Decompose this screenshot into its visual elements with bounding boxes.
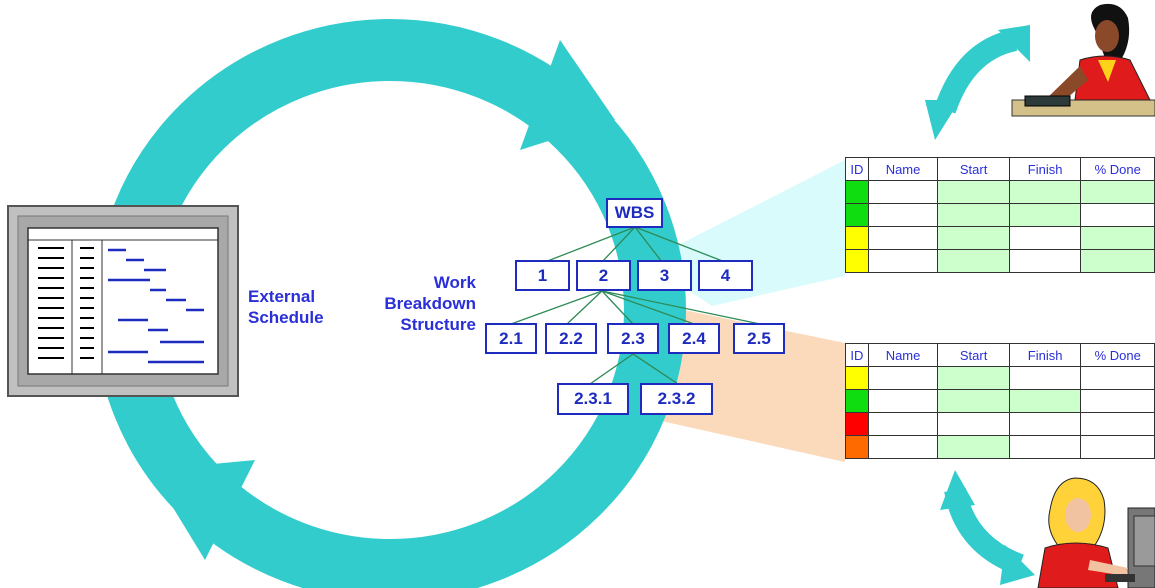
finish-cell bbox=[1008, 203, 1082, 227]
start-cell bbox=[937, 366, 1010, 390]
name-cell bbox=[867, 249, 939, 273]
col-start-header: Start bbox=[937, 343, 1010, 367]
table-row bbox=[845, 180, 1155, 204]
col-name-header: Name bbox=[867, 157, 939, 181]
wbs-title-label: Work Breakdown Structure bbox=[370, 272, 476, 335]
table-row bbox=[845, 412, 1155, 436]
schedule-document-icon bbox=[7, 205, 239, 397]
external-schedule-line1: External bbox=[248, 287, 316, 306]
person-at-terminal-icon bbox=[1011, 3, 1155, 117]
col-id-header: ID bbox=[845, 343, 869, 367]
finish-cell bbox=[1008, 226, 1082, 250]
external-schedule-label: External Schedule bbox=[248, 286, 324, 328]
col-done-header: % Done bbox=[1080, 157, 1155, 181]
start-cell bbox=[937, 180, 1010, 204]
status-cell bbox=[845, 226, 869, 250]
wbs-node-2-4: 2.4 bbox=[668, 323, 720, 354]
done-cell bbox=[1080, 249, 1155, 273]
name-cell bbox=[867, 203, 939, 227]
wbs-node-2: 2 bbox=[576, 260, 631, 291]
external-schedule-line2: Schedule bbox=[248, 308, 324, 327]
col-finish-header: Finish bbox=[1008, 343, 1082, 367]
cycle-arrowhead-top bbox=[520, 40, 615, 150]
wbs-root-node: WBS bbox=[606, 198, 663, 228]
name-cell bbox=[867, 180, 939, 204]
table-row bbox=[845, 435, 1155, 459]
name-cell bbox=[867, 226, 939, 250]
done-cell bbox=[1080, 203, 1155, 227]
wbs-title-line3: Structure bbox=[400, 315, 476, 334]
wbs-node-1: 1 bbox=[515, 260, 570, 291]
bottom-double-arrow bbox=[940, 470, 1035, 585]
wbs-node-2-2: 2.2 bbox=[545, 323, 597, 354]
name-cell bbox=[867, 412, 939, 436]
cyan-projection-band bbox=[645, 160, 845, 306]
person-at-computer-icon bbox=[1037, 477, 1155, 588]
wbs-node-2-5: 2.5 bbox=[733, 323, 785, 354]
done-cell bbox=[1080, 366, 1155, 390]
start-cell bbox=[937, 203, 1010, 227]
start-cell bbox=[937, 412, 1010, 436]
wbs-connectors bbox=[510, 226, 761, 385]
status-cell bbox=[845, 180, 869, 204]
table-row bbox=[845, 366, 1155, 390]
finish-cell bbox=[1008, 180, 1082, 204]
wbs-node-2-3: 2.3 bbox=[607, 323, 659, 354]
name-cell bbox=[867, 366, 939, 390]
task-table-top: ID Name Start Finish % Done bbox=[845, 157, 1155, 273]
wbs-title-line1: Work bbox=[433, 273, 476, 292]
table-header-row: ID Name Start Finish % Done bbox=[845, 157, 1155, 181]
wbs-node-4: 4 bbox=[698, 260, 753, 291]
wbs-node-3: 3 bbox=[637, 260, 692, 291]
cycle-arrowhead-bottom bbox=[150, 460, 255, 560]
done-cell bbox=[1080, 412, 1155, 436]
col-done-header: % Done bbox=[1080, 343, 1155, 367]
finish-cell bbox=[1008, 389, 1082, 413]
name-cell bbox=[867, 435, 939, 459]
finish-cell bbox=[1008, 435, 1082, 459]
status-cell bbox=[845, 389, 869, 413]
col-finish-header: Finish bbox=[1008, 157, 1082, 181]
col-start-header: Start bbox=[937, 157, 1010, 181]
task-table-bottom: ID Name Start Finish % Done bbox=[845, 343, 1155, 459]
col-name-header: Name bbox=[867, 343, 939, 367]
status-cell bbox=[845, 249, 869, 273]
table-row bbox=[845, 203, 1155, 227]
start-cell bbox=[937, 435, 1010, 459]
done-cell bbox=[1080, 389, 1155, 413]
start-cell bbox=[937, 249, 1010, 273]
table-row bbox=[845, 249, 1155, 273]
table-row bbox=[845, 226, 1155, 250]
start-cell bbox=[937, 389, 1010, 413]
top-double-arrow bbox=[925, 25, 1030, 140]
status-cell bbox=[845, 435, 869, 459]
finish-cell bbox=[1008, 249, 1082, 273]
done-cell bbox=[1080, 180, 1155, 204]
table-row bbox=[845, 389, 1155, 413]
status-cell bbox=[845, 366, 869, 390]
wbs-node-2-1: 2.1 bbox=[485, 323, 537, 354]
done-cell bbox=[1080, 226, 1155, 250]
wbs-node-2-3-2: 2.3.2 bbox=[640, 383, 713, 415]
start-cell bbox=[937, 226, 1010, 250]
status-cell bbox=[845, 412, 869, 436]
status-cell bbox=[845, 203, 869, 227]
wbs-node-2-3-1: 2.3.1 bbox=[557, 383, 629, 415]
name-cell bbox=[867, 389, 939, 413]
finish-cell bbox=[1008, 366, 1082, 390]
table-header-row: ID Name Start Finish % Done bbox=[845, 343, 1155, 367]
col-id-header: ID bbox=[845, 157, 869, 181]
wbs-title-line2: Breakdown bbox=[384, 294, 476, 313]
done-cell bbox=[1080, 435, 1155, 459]
finish-cell bbox=[1008, 412, 1082, 436]
